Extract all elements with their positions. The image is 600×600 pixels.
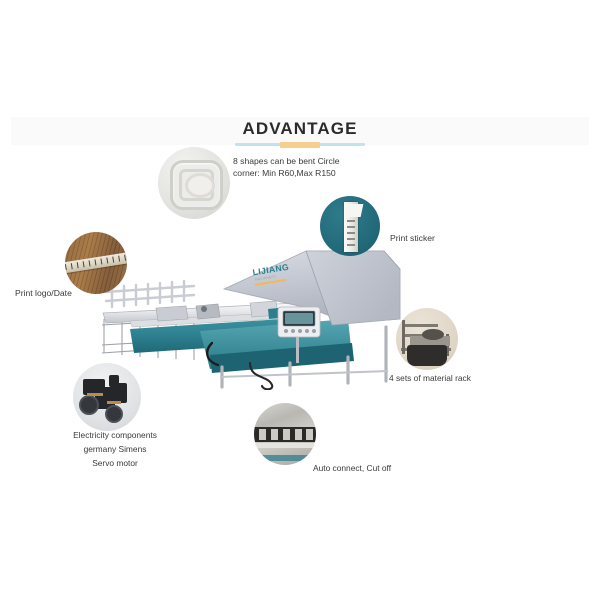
feature-label-material-rack: 4 sets of material rack (389, 373, 471, 383)
page-title: ADVANTAGE (242, 119, 358, 138)
title-underline-accent (280, 142, 320, 148)
bent-frame-oval-icon (185, 173, 215, 198)
machine-hose (206, 341, 220, 367)
feature-label-print-sticker: Print sticker (390, 233, 435, 243)
rack-blob-icon (422, 329, 444, 340)
rack-shelf-icon (404, 324, 438, 327)
feature-icon-bent-shapes[interactable] (158, 147, 230, 219)
sticker-head-icon (344, 204, 364, 217)
machine-teal-body-lower (210, 343, 354, 373)
feature-icon-material-rack[interactable] (396, 308, 458, 370)
cutoff-teal-base-icon (262, 455, 308, 461)
servo-block-icon (113, 383, 127, 403)
machine-illustration: LIJIANG MACHINERY (101, 250, 401, 390)
machine-control-panel (277, 306, 321, 363)
machine-rack-fingers (104, 279, 196, 309)
feature-label-bent-shapes: 8 shapes can be bent Circle corner: Min … (233, 156, 340, 178)
cutoff-strip-icon (254, 427, 316, 442)
servo-copper-bar-icon (107, 401, 121, 404)
header-band (11, 117, 589, 145)
feature-label-electricity-components: Electricity components germany Simens Se… (73, 430, 157, 468)
machine-hood-seam2 (383, 250, 401, 270)
feature-icon-electricity-components[interactable] (73, 363, 141, 431)
servo-motor-drum-icon (79, 395, 99, 415)
feature-icon-print-sticker[interactable] (320, 196, 380, 256)
printed-spacer-bar-icon (65, 250, 127, 275)
machine-hood-seam (305, 250, 333, 326)
feature-label-auto-connect: Auto connect, Cut off (313, 463, 392, 473)
feature-icon-print-logo-date[interactable] (65, 232, 127, 294)
cutoff-rail-icon (254, 443, 316, 448)
rack-slab-icon (410, 336, 450, 346)
feature-icon-auto-connect[interactable] (254, 403, 316, 465)
machine-leg-brace (219, 370, 389, 378)
machine-power-cable (248, 361, 274, 390)
rack-post-icon (402, 320, 405, 354)
rack-base-icon (407, 345, 447, 366)
svg-text:MACHINERY: MACHINERY (255, 274, 278, 281)
feature-label-print-logo-date: Print logo/Date (15, 288, 72, 298)
servo-motor-drum-icon (105, 405, 123, 423)
servo-block-icon (109, 375, 119, 387)
servo-copper-bar-icon (87, 393, 103, 396)
